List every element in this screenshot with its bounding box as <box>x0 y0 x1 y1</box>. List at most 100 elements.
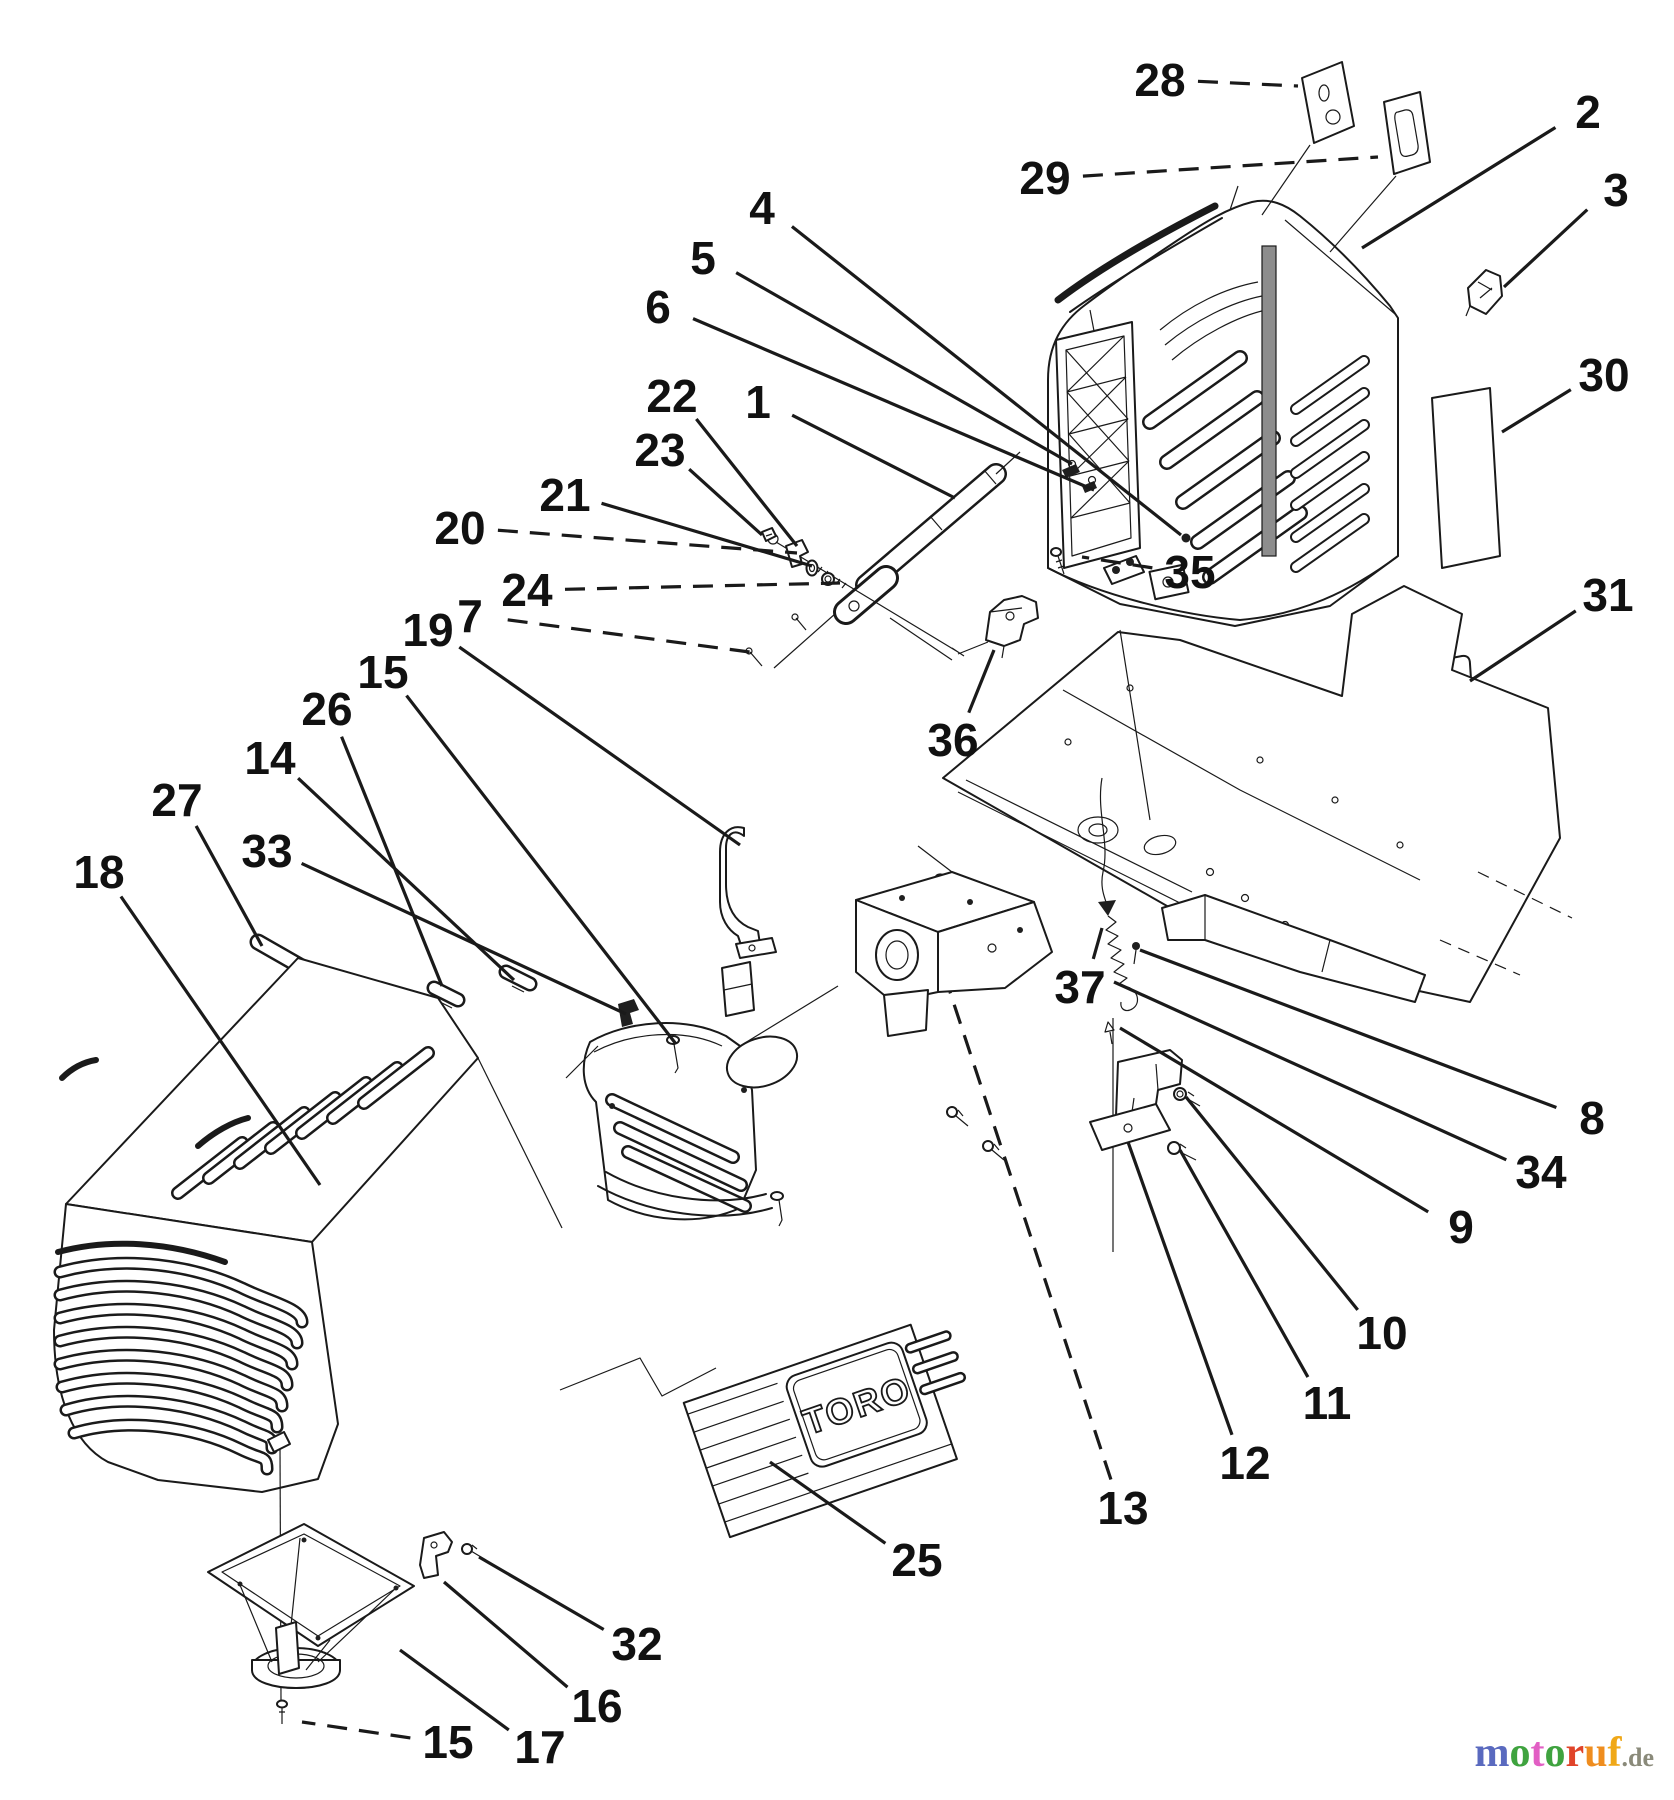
screw-35 <box>1050 547 1065 575</box>
leader-line-30 <box>1501 388 1572 434</box>
callout-15: 15 <box>357 646 408 698</box>
callout-layer: 1234567891011121314151516171819202122232… <box>73 54 1633 1773</box>
leader-line-35 <box>1081 555 1153 570</box>
callout-9: 9 <box>1448 1201 1474 1253</box>
callout-25: 25 <box>891 1534 942 1586</box>
leader-line-24 <box>564 581 841 591</box>
callout-2: 2 <box>1575 86 1601 138</box>
leader-line-17 <box>399 1648 510 1732</box>
leader-line-15b <box>301 1720 411 1740</box>
callout-33: 33 <box>241 825 292 877</box>
leader-line-34 <box>1113 980 1507 1162</box>
slot-plate-29 <box>1329 91 1431 253</box>
hood-support-rod-assembly <box>767 451 1021 669</box>
latch-z-bracket <box>1089 1049 1201 1161</box>
callout-14: 14 <box>244 732 296 784</box>
callout-37: 37 <box>1054 961 1105 1013</box>
dash-tower-part <box>1047 185 1399 627</box>
decal-plate-30 <box>1431 387 1501 569</box>
leader-line-26 <box>340 736 444 987</box>
watermark: motoruf.de <box>1474 1732 1654 1774</box>
leader-line-25 <box>769 1460 887 1545</box>
callout-22: 22 <box>646 370 697 422</box>
callout-15b: 15 <box>422 1716 473 1768</box>
leader-line-16 <box>442 1580 569 1689</box>
leader-line-14 <box>297 777 516 982</box>
leader-line-6 <box>692 317 1095 492</box>
leader-line-29 <box>1082 155 1379 178</box>
leader-line-5 <box>735 271 1073 466</box>
leader-line-27 <box>194 825 264 947</box>
callout-1: 1 <box>745 376 771 428</box>
callout-28: 28 <box>1134 54 1185 106</box>
callout-26: 26 <box>301 683 352 735</box>
callout-8: 8 <box>1579 1092 1605 1144</box>
callout-20: 20 <box>434 502 485 554</box>
callout-13: 13 <box>1097 1482 1148 1534</box>
callout-27: 27 <box>151 774 202 826</box>
leader-line-33 <box>300 861 627 1016</box>
support-bracket-part <box>855 871 1053 1161</box>
callout-23: 23 <box>634 424 685 476</box>
toro-decal-25: TORO <box>682 1323 967 1539</box>
callout-32: 32 <box>611 1618 662 1670</box>
leader-line-36 <box>967 649 996 714</box>
hood-clip-c <box>618 999 639 1027</box>
leader-line-37 <box>1091 927 1104 960</box>
leader-line-23 <box>688 468 764 537</box>
watermark-letter: r <box>1565 1730 1585 1776</box>
grille-housing-part <box>582 1022 799 1227</box>
callout-34: 34 <box>1515 1146 1567 1198</box>
screw-32 <box>461 1543 487 1561</box>
leader-line-21 <box>601 501 813 568</box>
funnel-part <box>207 1431 415 1724</box>
callout-21: 21 <box>539 469 590 521</box>
leader-line-10 <box>1184 1095 1359 1311</box>
callout-5: 5 <box>690 232 716 284</box>
watermark-letter: t <box>1530 1730 1545 1776</box>
callout-29: 29 <box>1019 152 1070 204</box>
callout-11: 11 <box>1303 1377 1352 1429</box>
leader-line-20 <box>497 528 798 555</box>
hook-bracket-19 <box>719 826 777 959</box>
leader-line-31 <box>1469 609 1577 683</box>
hood-clip-b <box>498 964 538 993</box>
leader-line-19 <box>458 645 741 847</box>
leader-line-9 <box>1119 1026 1429 1214</box>
callout-3: 3 <box>1603 164 1629 216</box>
leader-line-13 <box>948 991 1113 1481</box>
leader-line-4 <box>790 225 1182 537</box>
callout-19: 19 <box>402 604 453 656</box>
watermark-letter: f <box>1607 1730 1622 1776</box>
leader-line-18 <box>119 895 322 1186</box>
watermark-suffix: .de <box>1621 1743 1655 1772</box>
clip-part-3 <box>1465 269 1503 317</box>
vent-plate-28 <box>1261 61 1355 216</box>
leader-line-1 <box>791 413 956 500</box>
callout-4: 4 <box>749 182 775 234</box>
leader-line-28 <box>1197 79 1299 88</box>
callout-10: 10 <box>1356 1307 1407 1359</box>
leader-line-22 <box>695 418 799 547</box>
leader-line-11 <box>1178 1149 1310 1378</box>
hood-part <box>53 957 479 1493</box>
watermark-letter: m <box>1474 1730 1510 1776</box>
callout-18: 18 <box>73 846 124 898</box>
leader-line-3 <box>1502 208 1589 289</box>
latch-bracket-16 <box>419 1531 453 1579</box>
watermark-letter: o <box>1544 1730 1566 1776</box>
callout-6: 6 <box>645 281 671 333</box>
callout-17: 17 <box>514 1721 565 1773</box>
leader-line-12 <box>1126 1141 1234 1436</box>
leader-line-15 <box>405 694 678 1045</box>
leader-line-7 <box>507 618 758 655</box>
callout-35: 35 <box>1164 546 1215 598</box>
guide-lines <box>477 845 953 1397</box>
callout-12: 12 <box>1219 1437 1270 1489</box>
callout-24: 24 <box>501 564 553 616</box>
chassis-panel-part <box>942 585 1573 1003</box>
callout-30: 30 <box>1578 349 1629 401</box>
callout-16: 16 <box>571 1680 622 1732</box>
watermark-link[interactable]: motoruf.de <box>1474 1730 1654 1776</box>
